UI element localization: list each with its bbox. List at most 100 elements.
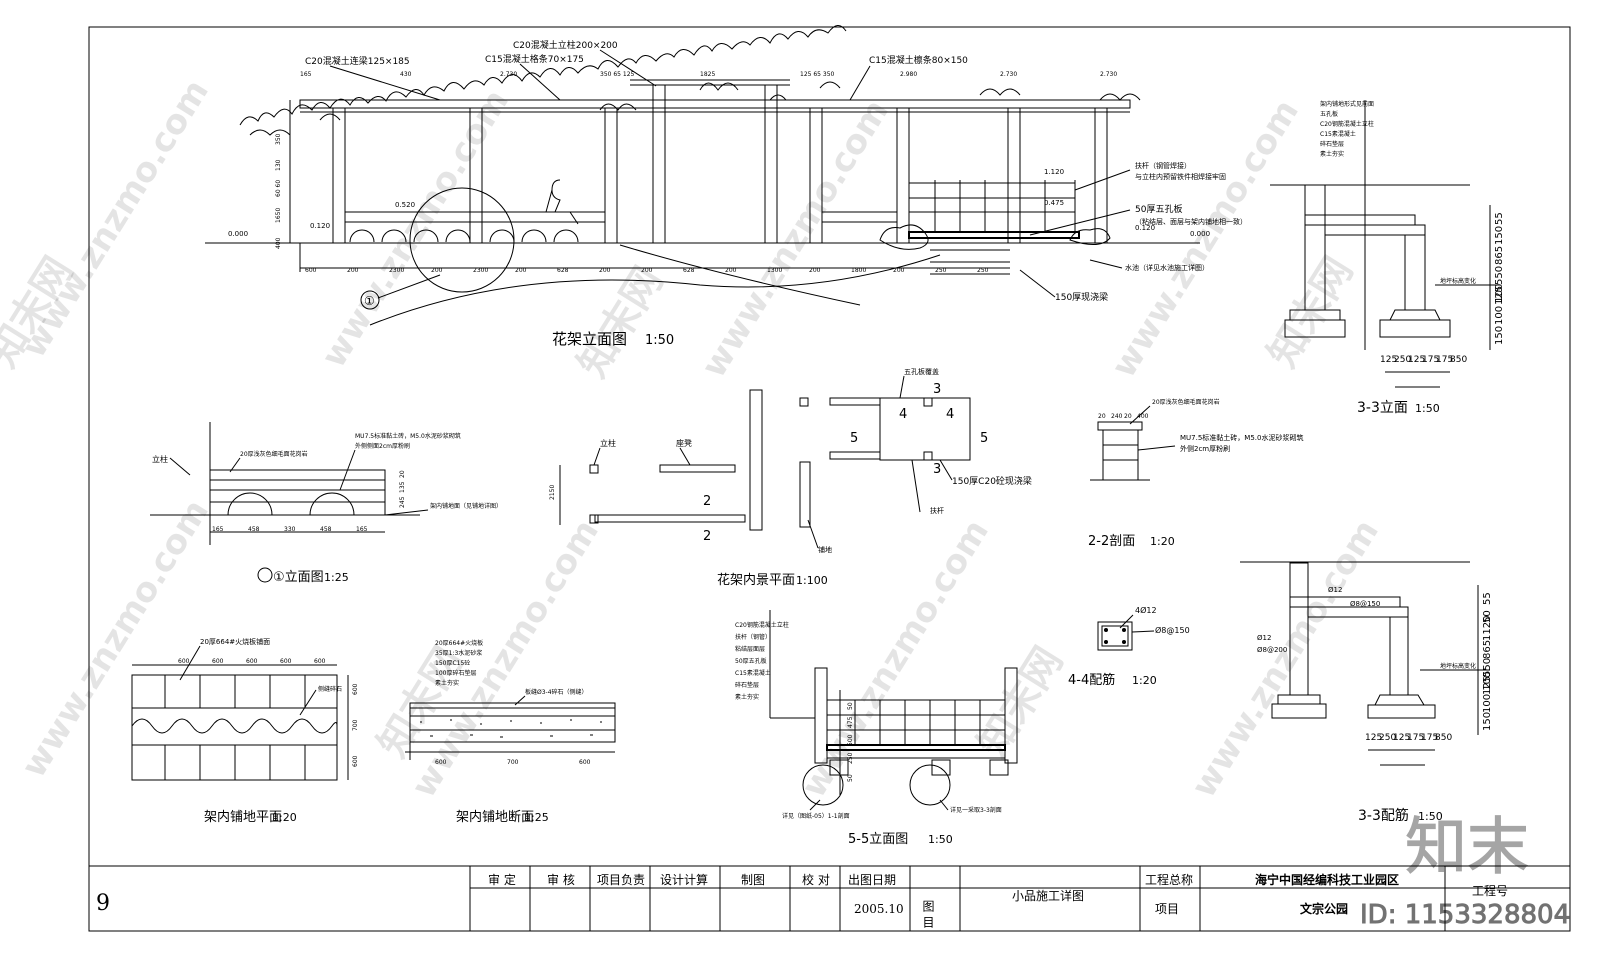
watermark-site: www.znzmo.com (694, 93, 897, 385)
header-sheji-jisuan: 设计计算 (660, 872, 708, 887)
layer-label: C15素混凝土 (735, 669, 771, 677)
dim-label: 150 (1482, 712, 1493, 731)
layer-label: 素土夯实 (435, 679, 459, 687)
dim-label: 200 (599, 267, 611, 274)
brand-logo: 知末 (1405, 810, 1529, 883)
rock (879, 224, 929, 250)
dim-label: 50 (847, 774, 854, 782)
dim-label: 628 (557, 267, 569, 274)
section-mark: 5 (850, 431, 858, 446)
title-section-33: 3-3立面 (1357, 400, 1408, 416)
title-section-22: 2-2剖面 (1088, 534, 1135, 549)
dim-label: 165 (212, 526, 224, 533)
title-inner-plan: 花架内景平面 (717, 572, 795, 588)
dim-label: 850 (1450, 355, 1467, 365)
rebar-label: Ø12 (1257, 634, 1271, 642)
dim-label: 2.980 (900, 71, 917, 78)
label-column: 立柱 (152, 454, 168, 464)
dim-label: 250 (977, 267, 989, 274)
label-granite-22: 20厚浅灰色细毛面花岗岩 (1152, 398, 1220, 406)
label-railing-plan: 扶杆 (930, 506, 944, 515)
label-slab-cover: 五孔板覆盖 (904, 367, 939, 376)
dim-label: 125 (1494, 286, 1505, 305)
dim-label: 20 (399, 470, 406, 478)
pebble-strip (131, 718, 338, 734)
watermark-layer: www.znzmo.com www.znzmo.com www.znzmo.co… (0, 73, 1387, 805)
rebar-label: Ø8@150 (1350, 600, 1380, 608)
rock (1069, 228, 1111, 245)
project-general: 海宁中国经编科技工业园区 (1255, 872, 1399, 887)
layer-label: 五孔板 (1320, 110, 1338, 118)
note-55: 详见（图纸-05）1-1剖面 (782, 812, 850, 820)
dim-label: 700 (507, 759, 519, 766)
dim-label: 175 (1407, 733, 1424, 743)
dim-label: 865 (1494, 246, 1505, 265)
label-granite: 20厚浅灰色细毛面花岗岩 (240, 450, 308, 458)
label-plaster-22: 外侧2cm厚粉刷 (1180, 444, 1230, 453)
detail-circle (409, 187, 515, 293)
callout-c20-beam: C20混凝土连梁125×185 (305, 55, 410, 67)
slab-plan (879, 397, 971, 461)
label-brick-22: MU7.5标准黏土砖，M5.0水泥砂浆砌筑 (1180, 433, 1303, 442)
dim-label: 175 (1422, 355, 1439, 365)
dim-label: 165 (356, 526, 368, 533)
dim-label: 865 (1482, 640, 1493, 659)
label-paving-plan: 铺地 (818, 545, 832, 554)
dim-label: 600 (280, 658, 292, 665)
dim-label: 55 (1494, 212, 1505, 225)
title-paving-section: 架内铺地断面 (456, 809, 534, 825)
dim-label: 475 (847, 716, 854, 728)
label-fired-slab: 20厚664#火烧板铺面 (200, 637, 270, 646)
dim-label: 600 (352, 683, 359, 695)
header-zhitu: 制图 (741, 873, 765, 887)
inner-plan: 2150 立柱 座凳 五孔板覆盖 150厚C20砼现浇梁 扶杆 铺地 2 2 3… (549, 367, 1032, 588)
watermark-site: www.znzmo.com (314, 83, 517, 375)
scale-paving-plan: 1:20 (272, 811, 297, 824)
sheet-frame (88, 26, 1571, 932)
watermark-brand: 知末网 (1259, 249, 1362, 375)
dim-label: 150 (1494, 326, 1505, 345)
note-55: 详见一采取3-3剖面 (950, 806, 1002, 814)
dim-label: 125 (1393, 733, 1410, 743)
label-beam-plan: 150厚C20砼现浇梁 (952, 475, 1032, 487)
dim-label: 50 (1482, 610, 1493, 623)
dim-label: 850 (1435, 733, 1452, 743)
dim-label: 550 (1494, 266, 1505, 285)
rebar-label: Ø8@200 (1257, 646, 1287, 654)
layer-label: 50厚五孔板 (735, 657, 767, 665)
header-jiaodui: 校 对 (802, 872, 830, 887)
header-xiangmu-fuze: 项目负责 (597, 873, 645, 887)
rebar-label: Ø12 (1328, 586, 1342, 594)
dim-label: 200 (725, 267, 737, 274)
layer-label: C20钢筋混凝土立柱 (1320, 120, 1374, 128)
layer-label: 碎石垫层 (1320, 140, 1344, 148)
callout-c15-strip: C15混凝土格条70×175 (485, 53, 584, 65)
dim-label: 350 65 125 (600, 71, 635, 78)
header-shending: 审 定 (488, 872, 516, 887)
dim-label: 1825 (700, 71, 715, 78)
callout-slab-note: （粘结层、面层与架内铺地相一致） (1135, 217, 1247, 226)
label-gravel: 侧缝碎石 (318, 685, 342, 693)
dim-label: 550 (1482, 658, 1493, 677)
dim-label: 400 (275, 237, 282, 249)
elevation-5-5: C20钢筋混凝土立柱扶杆（钢管）粘结层面层50厚五孔板C15素混凝土碎石垫层素土… (735, 610, 1018, 847)
dim-label: 125 (1482, 676, 1493, 695)
scale-section-33: 1:50 (1415, 402, 1440, 415)
level-mark: 0.120 (310, 222, 330, 230)
level-mark: 0.120 (1135, 224, 1155, 232)
dim-label: 458 (248, 526, 260, 533)
dim-label: 135 (399, 481, 406, 493)
section-33-note: 地坪标高变化 (1440, 277, 1476, 285)
dim-label: 2.730 (1000, 71, 1017, 78)
dim-label: 175 (1421, 733, 1438, 743)
